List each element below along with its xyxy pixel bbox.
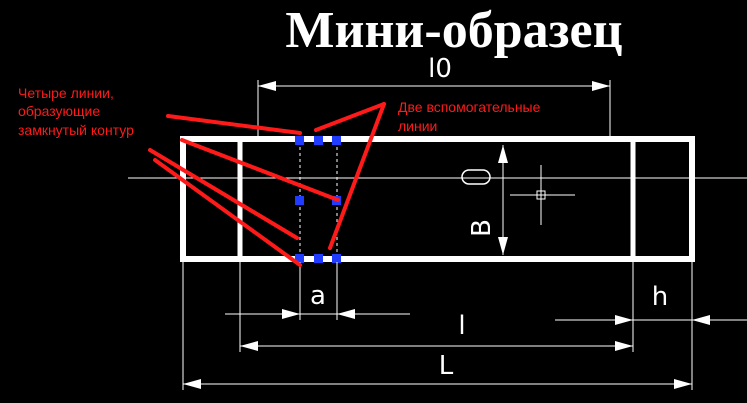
- h-arrow-left: [615, 315, 633, 325]
- callout-four-lines: [148, 114, 340, 267]
- grip-top-left[interactable]: [295, 136, 304, 145]
- annotation-four-lines-1: Четыре линии,: [18, 85, 114, 101]
- l0-arrow-right: [592, 81, 610, 91]
- b-arrow-bottom: [498, 237, 508, 255]
- callout-two-aux-lines: [314, 102, 386, 250]
- a-arrow-left: [282, 309, 300, 319]
- L-arrow-left: [183, 379, 201, 389]
- crosshair-pickbox: [536, 190, 546, 200]
- h-arrow-right: [692, 315, 710, 325]
- l-arrow-right: [615, 341, 633, 351]
- l-label: l: [458, 311, 465, 341]
- l0-label: l0: [428, 54, 452, 84]
- L-label: L: [439, 351, 454, 381]
- part-outline: [180, 136, 695, 262]
- l-arrow-left: [240, 341, 258, 351]
- annotation-four-lines-2: образующие: [18, 103, 100, 119]
- b-arrow-top: [498, 145, 508, 163]
- annotation-two-aux-1: Две вспомогательные: [398, 99, 541, 115]
- drawing-title: Мини-образец: [285, 2, 622, 59]
- grip-mid-left[interactable]: [295, 196, 304, 205]
- l0-arrow-left: [258, 81, 276, 91]
- a-label: a: [310, 281, 326, 311]
- a-arrow-right: [337, 309, 355, 319]
- capsule-symbol: [461, 169, 491, 185]
- b-label: B: [467, 219, 497, 237]
- annotation-two-aux-2: линии: [398, 118, 437, 134]
- L-arrow-right: [674, 379, 692, 389]
- annotation-four-lines-3: замкнутый контур: [18, 122, 134, 138]
- grip-top-right[interactable]: [332, 136, 341, 145]
- grip-top-mid[interactable]: [314, 136, 323, 145]
- h-label: h: [652, 282, 668, 312]
- grip-bottom-mid[interactable]: [314, 254, 323, 263]
- grip-bottom-left[interactable]: [295, 254, 304, 263]
- grip-bottom-right[interactable]: [332, 254, 341, 263]
